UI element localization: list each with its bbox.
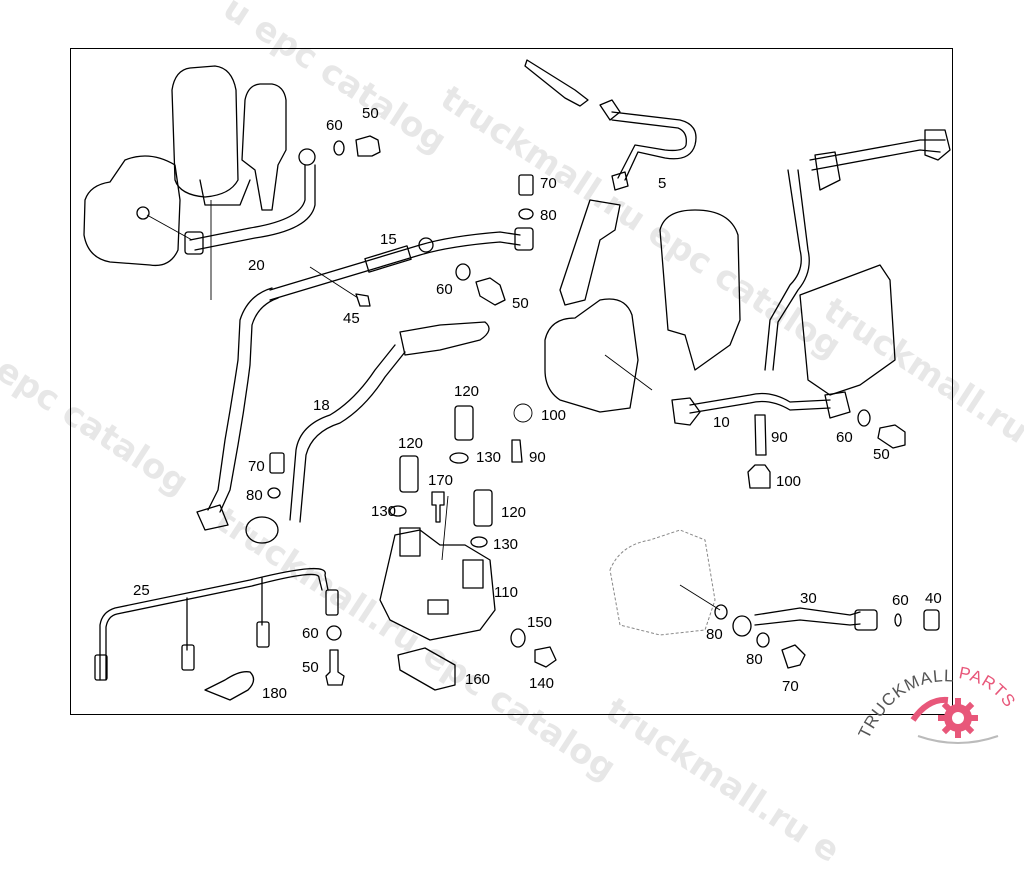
callout-25[interactable]: 25 <box>133 582 150 599</box>
pipe-15 <box>269 227 534 307</box>
callout-70[interactable]: 70 <box>782 678 799 695</box>
injector <box>524 59 589 107</box>
callout-15[interactable]: 15 <box>380 231 397 248</box>
callout-80[interactable]: 80 <box>540 207 557 224</box>
pipe-10 <box>671 129 951 426</box>
pipe-30 <box>714 604 940 669</box>
pipe-20 <box>184 148 316 255</box>
callout-130[interactable]: 130 <box>493 536 519 553</box>
callout-80[interactable]: 80 <box>706 626 723 643</box>
callout-45[interactable]: 45 <box>343 310 360 327</box>
callout-110[interactable]: 110 <box>494 584 518 601</box>
fuel-filter-assembly <box>171 65 287 300</box>
callout-180[interactable]: 180 <box>262 685 288 702</box>
pipe-return-long <box>196 287 279 531</box>
injection-pump-center <box>544 298 639 413</box>
callout-80[interactable]: 80 <box>246 487 263 504</box>
gear-icon <box>910 696 999 744</box>
fuel-filter-center <box>659 209 741 371</box>
cable-tie-180 <box>204 671 255 701</box>
callout-120[interactable]: 120 <box>454 383 480 400</box>
callout-80[interactable]: 80 <box>746 651 763 668</box>
callout-20[interactable]: 20 <box>248 257 265 274</box>
callout-10[interactable]: 10 <box>713 414 730 431</box>
injection-pump-right <box>799 264 896 396</box>
callout-50[interactable]: 50 <box>302 659 319 676</box>
parts-drawing <box>83 59 951 701</box>
callout-40[interactable]: 40 <box>925 590 942 607</box>
pipe-5 <box>599 99 697 191</box>
callout-18[interactable]: 18 <box>313 397 330 414</box>
banjo-bolt-50 <box>355 135 381 157</box>
callout-5[interactable]: 5 <box>658 175 667 192</box>
callout-90[interactable]: 90 <box>529 449 546 466</box>
callout-100[interactable]: 100 <box>541 407 567 424</box>
callout-60[interactable]: 60 <box>326 117 343 134</box>
pipe-18 <box>245 321 490 544</box>
callout-150[interactable]: 150 <box>527 614 553 631</box>
distributor-block <box>379 403 557 691</box>
truckmall-parts-logo: TRUCKMALL PARTS <box>858 663 1019 744</box>
callout-60[interactable]: 60 <box>892 592 909 609</box>
callout-100[interactable]: 100 <box>776 473 802 490</box>
callout-160[interactable]: 160 <box>465 671 491 688</box>
callout-120[interactable]: 120 <box>398 435 424 452</box>
pipe-25 <box>94 567 339 681</box>
callout-60[interactable]: 60 <box>302 625 319 642</box>
callout-50[interactable]: 50 <box>362 105 379 122</box>
callout-130[interactable]: 130 <box>476 449 502 466</box>
callout-130[interactable]: 130 <box>371 503 397 520</box>
logo-text-truckmall: TRUCKMALL <box>858 666 955 741</box>
callout-60[interactable]: 60 <box>836 429 853 446</box>
callout-90[interactable]: 90 <box>771 429 788 446</box>
callout-30[interactable]: 30 <box>800 590 817 607</box>
logo-text-parts: PARTS <box>957 663 1019 711</box>
bracket <box>559 199 621 306</box>
pump-lower-right <box>609 529 716 636</box>
callout-70[interactable]: 70 <box>248 458 265 475</box>
callout-170[interactable]: 170 <box>428 472 454 489</box>
pump-top-left <box>83 155 193 267</box>
washer-60 <box>333 140 345 156</box>
callout-70[interactable]: 70 <box>540 175 557 192</box>
callout-50[interactable]: 50 <box>512 295 529 312</box>
diagram-frame <box>70 48 953 715</box>
callout-120[interactable]: 120 <box>501 504 527 521</box>
callout-140[interactable]: 140 <box>529 675 555 692</box>
callout-60[interactable]: 60 <box>436 281 453 298</box>
callout-50[interactable]: 50 <box>873 446 890 463</box>
